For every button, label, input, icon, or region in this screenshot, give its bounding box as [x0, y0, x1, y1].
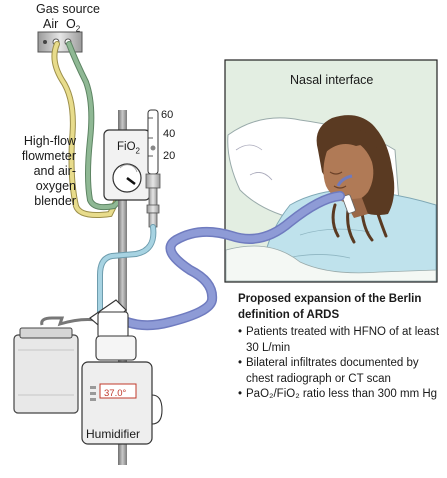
flowmeter	[145, 109, 161, 228]
temperature-readout: 37.0°	[104, 388, 127, 399]
o2-label: O2	[66, 17, 80, 37]
fio2-text: FiO	[117, 141, 136, 153]
fio2-subscript: 2	[135, 146, 140, 156]
criteria-item: Patients treated with HFNO of at least 3…	[238, 325, 443, 356]
fio2-label: FiO2	[117, 140, 140, 158]
water-tube	[97, 224, 157, 315]
criteria-list: Patients treated with HFNO of at least 3…	[238, 325, 443, 403]
flow-tick-40: 40	[163, 128, 176, 140]
flow-tick-60: 60	[161, 109, 174, 121]
air-oxygen-blender	[103, 129, 151, 201]
criteria-item: PaO₂/FiO₂ ratio less than 300 mm Hg	[238, 387, 443, 403]
o2-subscript: 2	[75, 24, 81, 34]
patient-scene	[224, 59, 438, 283]
air-label: Air	[43, 17, 59, 31]
berlin-definition-panel: Proposed expansion of the Berlin definit…	[238, 292, 443, 403]
gas-source-label: Gas source	[36, 2, 100, 16]
iv-pole	[118, 110, 127, 465]
info-title: Proposed expansion of the Berlin definit…	[238, 293, 422, 321]
humidifier-unit	[81, 299, 163, 445]
o2-text: O	[66, 17, 76, 31]
blender-label: High-flow flowmeter and air-oxygen blend…	[21, 134, 76, 208]
water-reservoir	[13, 316, 97, 414]
criteria-item: Bilateral infiltrates documented by ches…	[238, 356, 443, 387]
humidifier-label: Humidifier	[86, 427, 141, 441]
flow-tick-20: 20	[163, 150, 176, 162]
heated-breathing-circuit	[113, 191, 345, 331]
supply-tubes	[51, 41, 127, 218]
nasal-interface-label: Nasal interface	[290, 73, 374, 87]
